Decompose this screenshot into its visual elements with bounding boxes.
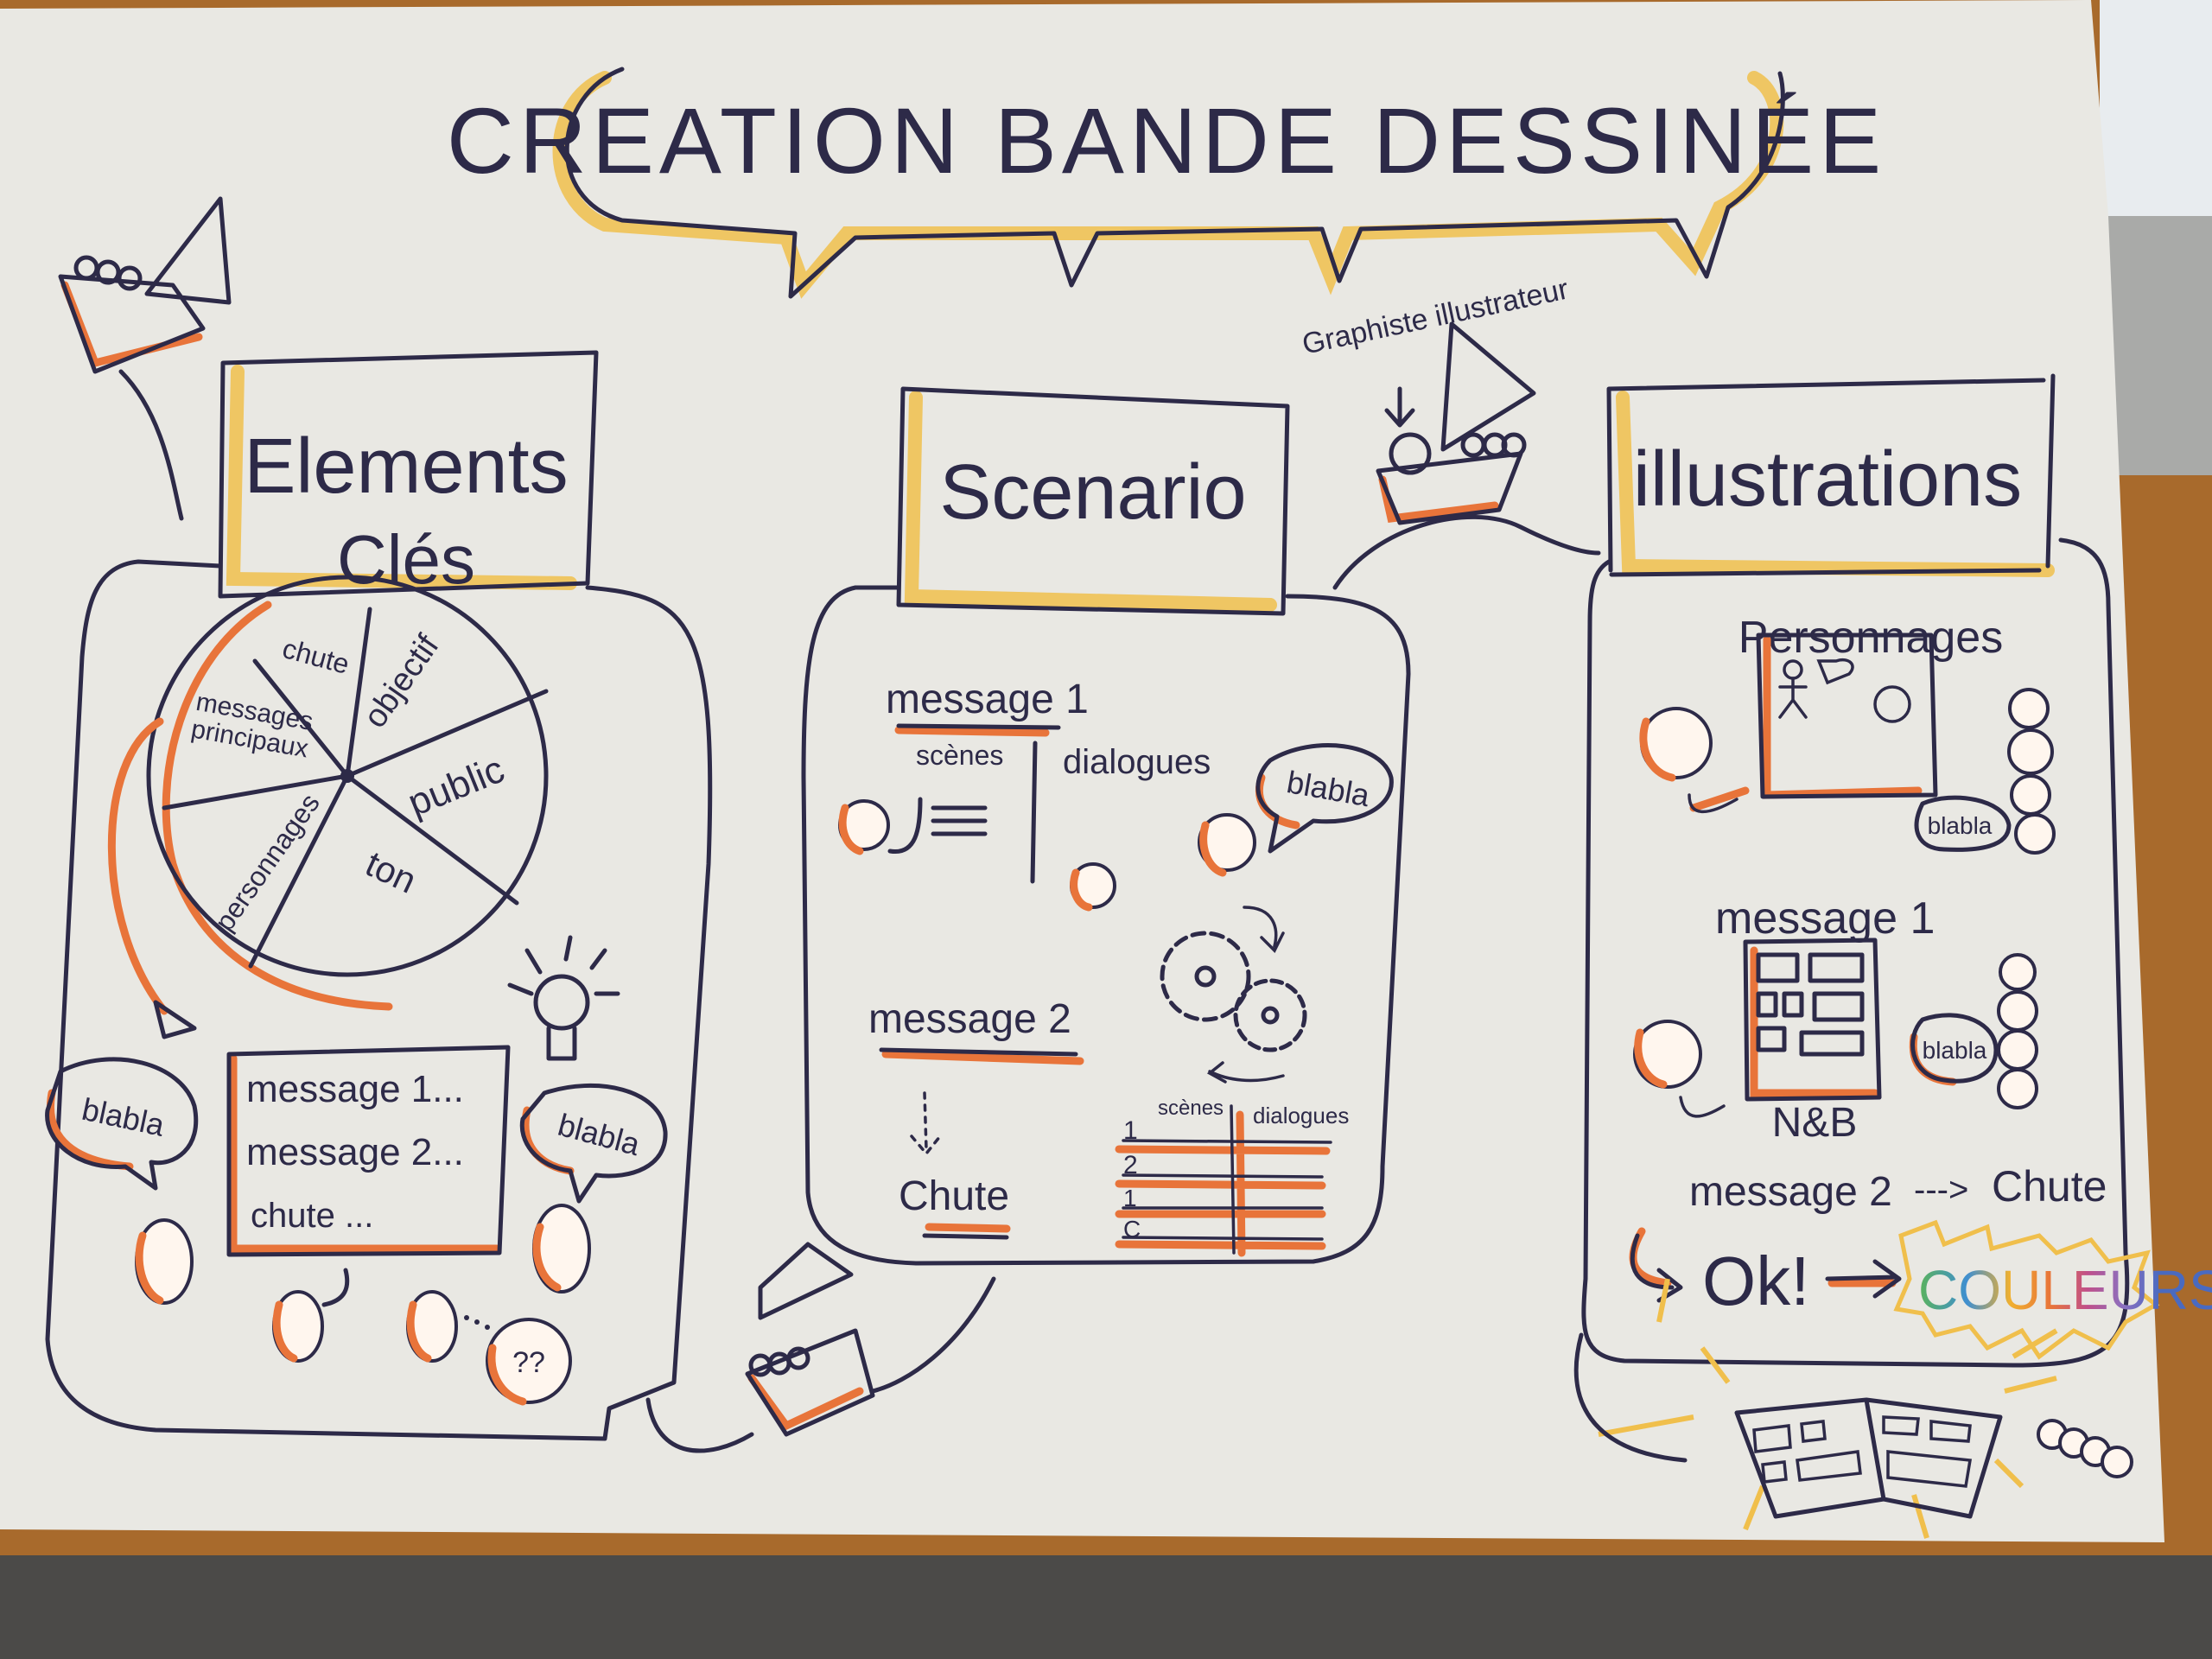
personnages-label: Personnages bbox=[1738, 613, 2003, 663]
scenes-dialogues-table: scènes dialogues 1 2 1 C bbox=[1115, 1096, 1349, 1257]
character-faces: ?? bbox=[135, 1204, 591, 1406]
table-header: scènes bbox=[1158, 1096, 1224, 1120]
couleurs-label: COULEURS bbox=[1918, 1259, 2212, 1321]
bubble-text: blabla bbox=[1923, 1037, 1987, 1064]
comic-book-icon bbox=[1573, 1278, 2133, 1539]
background-paper bbox=[2100, 0, 2212, 216]
scenario-heading: Scenario bbox=[939, 449, 1246, 536]
section-illustrations: illustrations Personnages blabla message… bbox=[1573, 373, 2212, 1539]
boat-icon bbox=[645, 1242, 996, 1453]
illustrations-panel-border bbox=[1581, 537, 2130, 1368]
ok-label: Ok! bbox=[1702, 1243, 1809, 1319]
illustrations-heading: illustrations bbox=[1633, 436, 2022, 523]
illustrations-chute: Chute bbox=[1992, 1162, 2107, 1211]
illustrations-message2: message 2 bbox=[1689, 1169, 1892, 1215]
speech-bubble: blabla bbox=[45, 1057, 199, 1191]
scenario-chute: Chute bbox=[899, 1173, 1009, 1219]
scenario-panel-border bbox=[801, 585, 1411, 1266]
gears-icon bbox=[1160, 906, 1307, 1084]
speech-bubble: blabla bbox=[1914, 795, 2012, 852]
messages-list-box: message 1... message 2... chute ... bbox=[226, 1045, 511, 1257]
page-title: CREATION BANDE DESSINÉE bbox=[447, 88, 1886, 193]
table-row-label: 2 bbox=[1123, 1151, 1138, 1179]
table-row-label: 1 bbox=[1123, 1116, 1138, 1145]
boat-icon bbox=[58, 196, 232, 521]
section-scenario: Scenario message 1 scènes dialogues blab… bbox=[801, 386, 1411, 1266]
list-item: message 2... bbox=[246, 1131, 464, 1173]
list-item: chute ... bbox=[251, 1197, 373, 1235]
starburst-icon bbox=[1893, 1219, 2160, 1360]
scenario-message2: message 2 bbox=[868, 996, 1071, 1042]
arrow-text: ---> bbox=[1914, 1171, 1968, 1209]
background-wall bbox=[2108, 216, 2212, 475]
list-item: message 1... bbox=[246, 1068, 464, 1110]
table-header: dialogues bbox=[1253, 1103, 1349, 1128]
title-bubble: CREATION BANDE DESSINÉE bbox=[447, 67, 1886, 299]
character-faces-stack bbox=[2007, 688, 2056, 855]
speech-bubble: blabla bbox=[1909, 1013, 1999, 1086]
table-row-label: C bbox=[1123, 1216, 1141, 1243]
elements-panel-border bbox=[45, 559, 713, 1441]
nb-label: N&B bbox=[1772, 1100, 1858, 1146]
lightbulb-icon bbox=[507, 935, 620, 1061]
question-face-text: ?? bbox=[512, 1346, 545, 1379]
floor bbox=[0, 1555, 2212, 1659]
character-faces-stack bbox=[1997, 953, 2038, 1109]
dialogues-label: dialogues bbox=[1063, 743, 1211, 781]
bubble-text: blabla bbox=[1928, 812, 1993, 839]
scenes-label: scènes bbox=[916, 740, 1003, 771]
scenario-message1: message 1 bbox=[886, 677, 1089, 722]
elements-heading: Elements bbox=[244, 423, 568, 510]
table-row-label: 1 bbox=[1123, 1185, 1137, 1211]
illustrations-message1: message 1 bbox=[1715, 893, 1935, 944]
